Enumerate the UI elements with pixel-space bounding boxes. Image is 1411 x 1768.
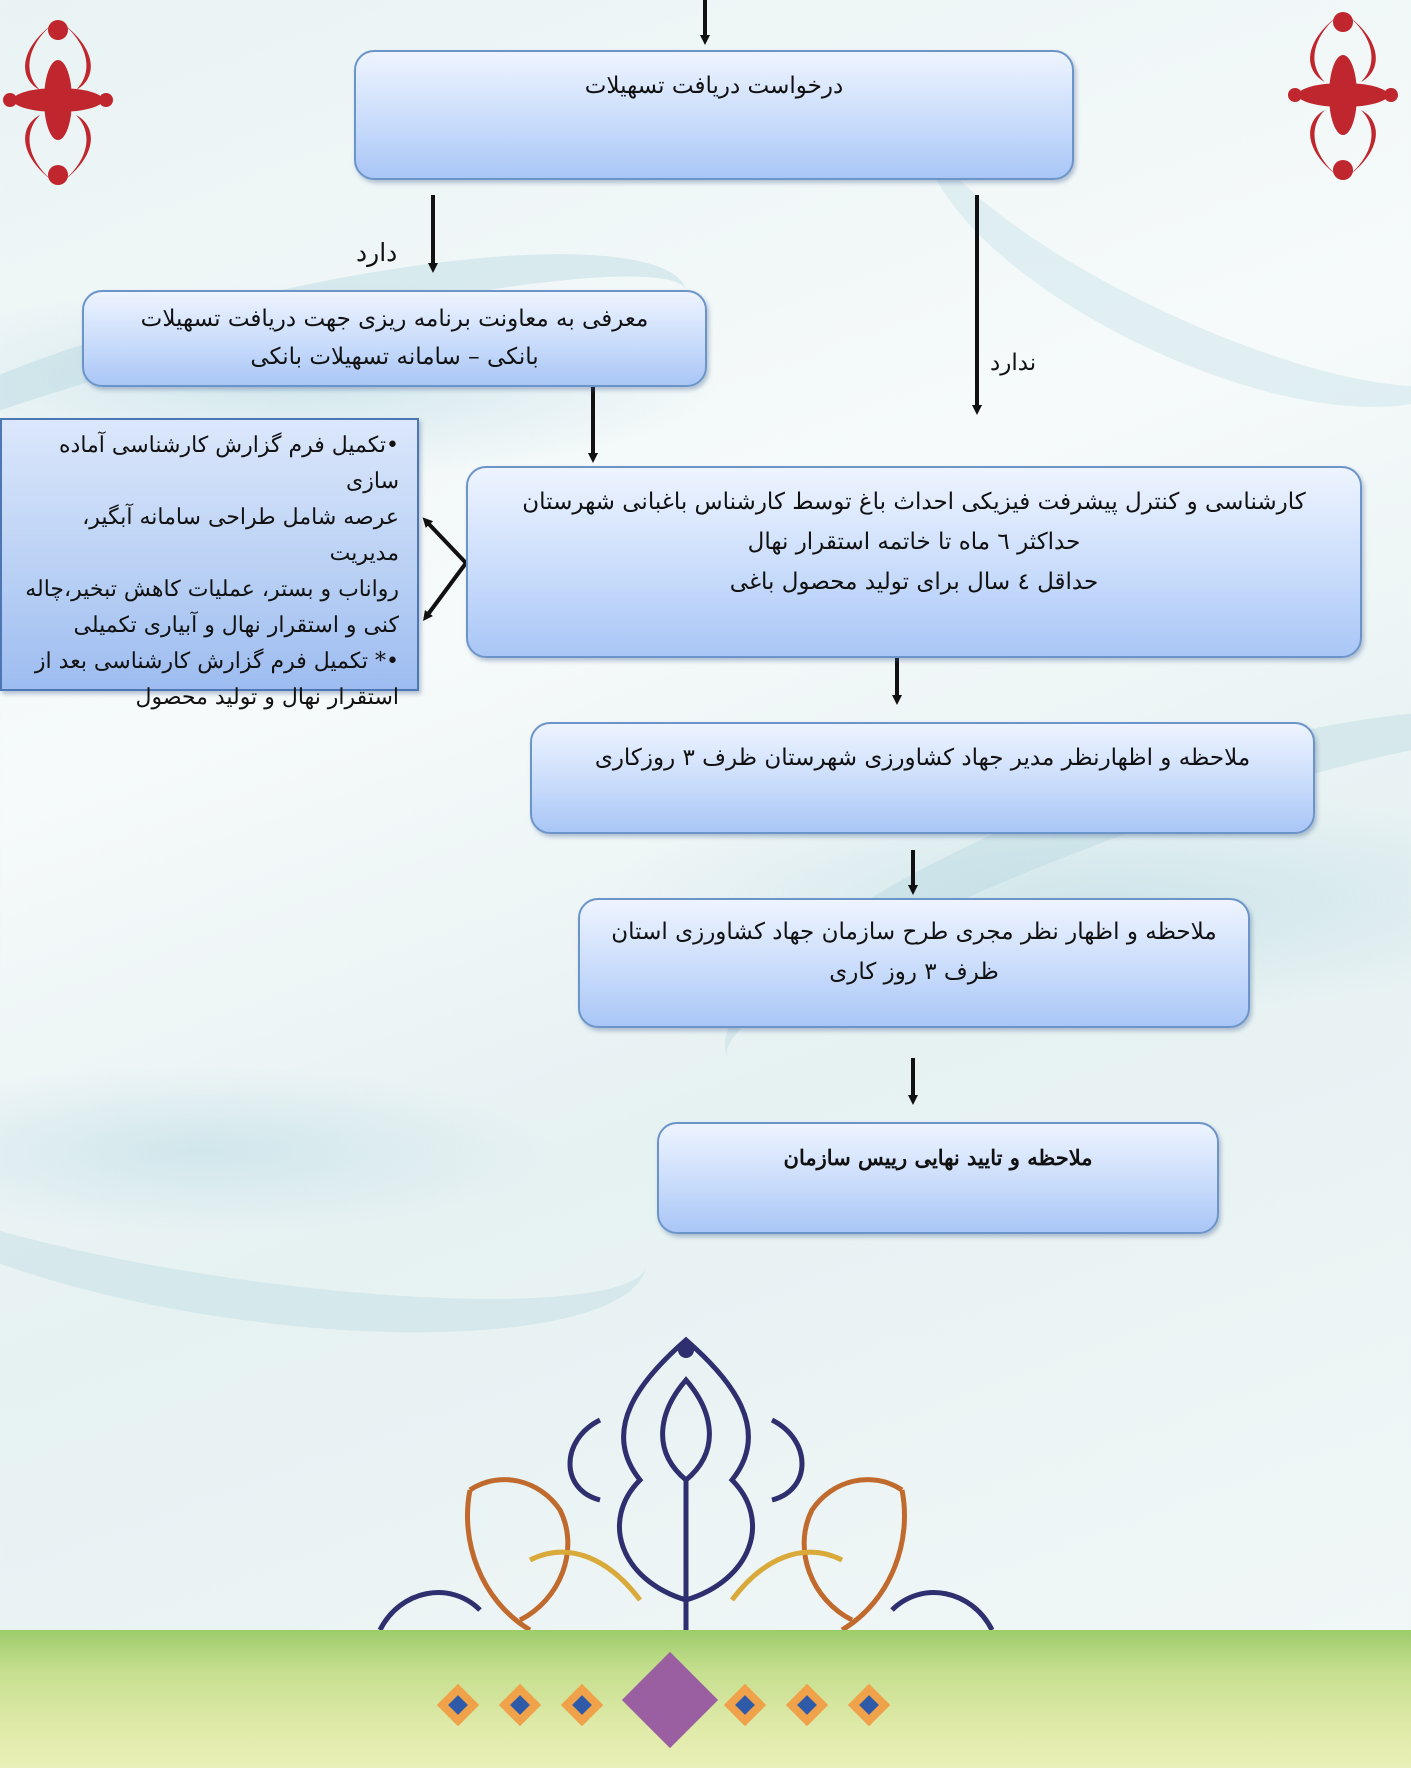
side-note-line3: رواناب و بستر، عملیات کاهش تبخیر،چاله bbox=[25, 577, 399, 602]
province-org-line1: ملاحظه و اظهار نظر مجری طرح سازمان جهاد … bbox=[611, 919, 1217, 945]
introduce-line1: معرفی به معاونت برنامه ریزی جهت دریافت ت… bbox=[140, 306, 649, 332]
introduce-line2: بانکی – سامانه تسهیلات بانکی bbox=[250, 344, 539, 370]
request-box: درخواست دریافت تسهیلات bbox=[354, 50, 1074, 180]
province-org-line2: ظرف ۳ روز کاری bbox=[829, 959, 999, 985]
red-floral-ornament-left bbox=[3, 20, 113, 185]
has-label: دارد bbox=[356, 238, 398, 267]
side-note-line1: •تکمیل فرم گزارش کارشناسی آماده سازی bbox=[59, 433, 399, 494]
side-note-line6: استقرار نهال و تولید محصول bbox=[135, 685, 399, 710]
red-floral-ornament-right bbox=[1288, 12, 1398, 180]
side-note-line2: عرصه شامل طراحی سامانه آبگیر، مدیریت bbox=[82, 505, 399, 566]
side-notes-box: •تکمیل فرم گزارش کارشناسی آماده سازی عرص… bbox=[0, 418, 419, 710]
province-org-box: ملاحظه و اظهار نظر مجری طرح سازمان جهاد … bbox=[578, 898, 1250, 1028]
inspection-line3: حداقل ٤ سال برای تولید محصول باغی bbox=[729, 569, 1099, 595]
not-has-label: ندارد bbox=[990, 350, 1037, 376]
request-text: درخواست دریافت تسهیلات bbox=[584, 73, 844, 99]
purple-diamond bbox=[621, 1651, 719, 1749]
inspection-box: کارشناسی و کنترل پیشرفت فیزیکی احداث باغ… bbox=[466, 466, 1362, 658]
county-manager-text: ملاحظه و اظهارنظر مدیر جهاد کشاورزی شهرس… bbox=[594, 745, 1251, 771]
inspection-line1: کارشناسی و کنترل پیشرفت فیزیکی احداث باغ… bbox=[522, 489, 1306, 515]
county-manager-box: ملاحظه و اظهارنظر مدیر جهاد کشاورزی شهرس… bbox=[530, 722, 1315, 834]
side-note-line4: کنی و استقرار نهال و آبیاری تکمیلی bbox=[73, 613, 399, 638]
arabesque-ornament bbox=[377, 1336, 995, 1633]
introduce-box: معرفی به معاونت برنامه ریزی جهت دریافت ت… bbox=[82, 290, 707, 387]
arrow-to-side-notes bbox=[422, 517, 468, 622]
tile-motif bbox=[436, 1683, 891, 1727]
inspection-line2: حداکثر ٦ ماه تا خاتمه استقرار نهال bbox=[747, 529, 1081, 555]
final-approval-text: ملاحظه و تایید نهایی رییس سازمان bbox=[783, 1145, 1093, 1170]
final-approval-box: ملاحظه و تایید نهایی رییس سازمان bbox=[657, 1122, 1219, 1234]
side-note-line5: •* تکمیل فرم گزارش کارشناسی بعد از bbox=[34, 649, 399, 674]
